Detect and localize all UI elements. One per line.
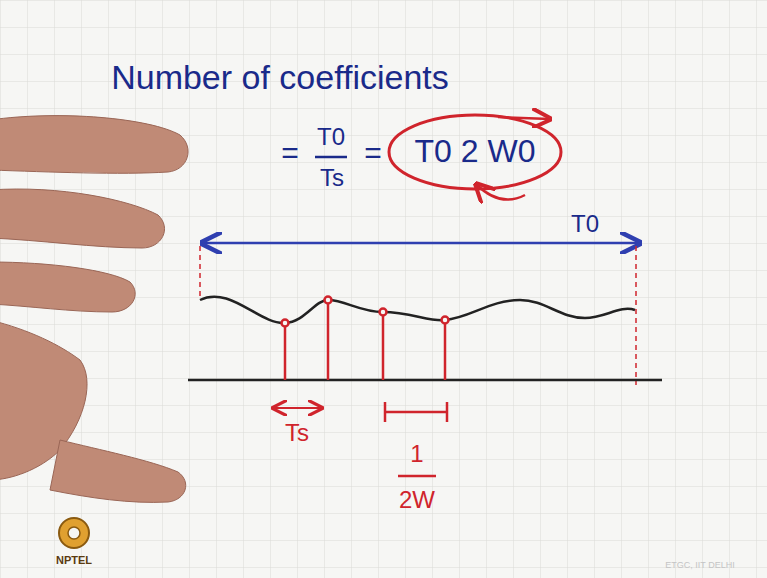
fraction-denominator: Ts — [320, 165, 344, 191]
boundary-line — [199, 246, 201, 300]
heading-text: Number of coefficients — [111, 59, 449, 96]
boundary-line — [635, 246, 637, 385]
interval-bracket — [385, 402, 447, 422]
fraction-denominator: 2W — [399, 487, 435, 513]
highlight-ellipse — [389, 115, 561, 189]
time-axis — [188, 379, 662, 382]
duration-label: T0 — [571, 211, 599, 237]
signal-curve — [200, 297, 635, 323]
pointer-arrow — [476, 184, 525, 200]
hand — [0, 116, 188, 503]
interval-label: Ts — [285, 420, 309, 446]
equals-sign: = — [364, 136, 382, 169]
result-expression: T0 2 W0 — [415, 134, 536, 169]
nptel-logo — [59, 518, 89, 548]
fraction-bar — [398, 475, 436, 478]
watermark: ETGC, IIT DELHI — [665, 561, 734, 571]
equals-sign: = — [281, 136, 299, 169]
fraction-bar — [315, 156, 347, 159]
fraction-numerator: T0 — [317, 124, 345, 150]
fraction-numerator: 1 — [410, 441, 423, 467]
interval-arrow — [273, 407, 322, 409]
logo-text: NPTEL — [56, 554, 92, 566]
sample-stems — [282, 297, 449, 381]
duration-arrow — [202, 242, 640, 245]
emphasis-arrow — [498, 117, 550, 119]
